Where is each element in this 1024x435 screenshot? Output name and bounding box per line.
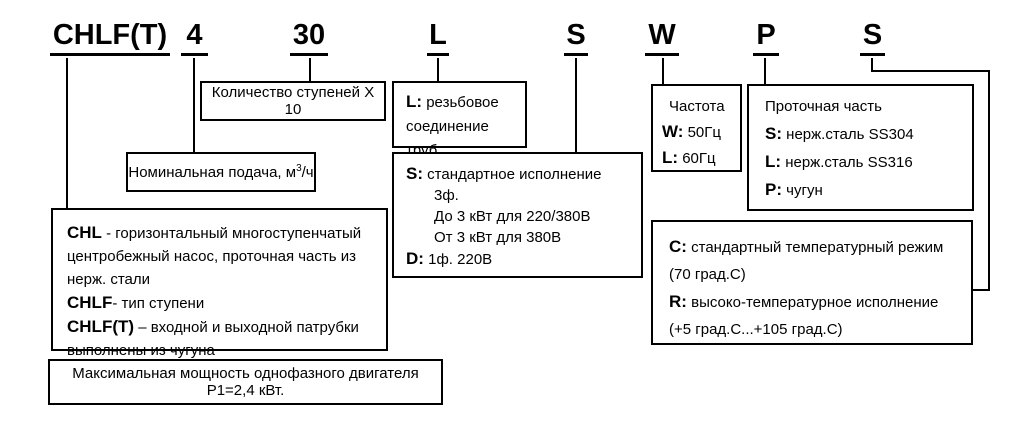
power-single-phase: D: 1ф. 220В [406,248,641,270]
connector-temp-seg4 [973,289,990,291]
temp-r-text: высоко-температурное исполнение [691,294,939,311]
connector-connection [437,58,439,81]
power-version-box: S: стандартное исполнение 3ф. До 3 кВт д… [392,152,643,278]
stages-box: Количество ступеней X 10 [200,81,386,121]
power-s-text: стандартное исполнение [427,166,602,183]
frequency-l-text: 60Гц [682,150,716,167]
power-standard: S: стандартное исполнение [406,163,641,185]
frequency-w-key: W: [662,122,684,141]
connector-temp-seg3 [988,70,990,291]
code-part-version: S [564,16,588,56]
connector-temp-seg1 [871,58,873,72]
flow-part-box: Проточная часть S: нерж.сталь SS304 L: н… [747,84,974,211]
series-chl-key: CHL [67,223,102,242]
temp-high: R: высоко-температурное исполнение [669,288,971,316]
flow-rate-text: Номинальная подача, м3/ч [128,163,313,181]
power-s-key: S: [406,164,423,183]
pipe-connection-box: L: резьбовое соединение труб [392,81,527,159]
pipe-key: L: [406,92,423,111]
flow-part-p-key: P: [765,180,782,199]
flow-part-p-text: чугун [786,182,823,199]
temp-high-note: (+5 град.С...+105 град.С) [669,321,843,338]
temp-c-key: C: [669,237,687,256]
code-part-frequency: W [645,16,679,56]
temp-r-key: R: [669,292,687,311]
flow-rate-prefix: Номинальная подача, м [128,164,297,181]
code-part-connection: L [427,16,449,56]
connector-stages [309,58,311,81]
flow-part-s-key: S: [765,124,782,143]
max-power-text: Максимальная мощность однофазного двигат… [72,365,419,399]
connector-frequency [662,58,664,84]
connector-chlft [66,58,68,208]
power-detail-3: От 3 кВт для 380В [434,229,562,246]
series-chlf-key: CHLF [67,293,113,312]
flow-rate-sup: 3 [296,163,302,174]
power-d-key: D: [406,249,424,268]
flow-part-ss316: L: нерж.сталь SS316 [765,148,972,176]
series-chlft-key: CHLF(T) [67,317,135,336]
power-d-text: 1ф. 220В [428,251,493,268]
temp-c-text: стандартный температурный режим [691,239,944,256]
code-part-flowpart: P [753,16,779,56]
flow-rate-suffix: /ч [301,164,314,181]
frequency-l-key: L: [662,148,679,167]
flow-part-title: Проточная часть [765,98,882,115]
series-chlft-text: – входной и выходной патрубки выполнены … [67,319,359,359]
frequency-60hz: L: 60Гц [662,145,740,171]
flow-rate-box: Номинальная подача, м3/ч [126,152,316,192]
connector-temp-seg2 [871,70,990,72]
code-part-temperature: S [860,16,885,56]
temp-standard: C: стандартный температурный режим [669,233,971,261]
series-description-box: CHL - горизонтальный многоступенчатый це… [51,208,388,359]
connector-version [575,58,577,152]
frequency-w-text: 50Гц [687,124,721,141]
frequency-box: Частота W: 50Гц L: 60Гц [651,84,742,172]
temp-standard-note: (70 град.С) [669,266,746,283]
connector-flowpart [764,58,766,84]
flow-part-cast-iron: P: чугун [765,176,972,204]
pipe-line1: L: резьбовое [406,90,521,115]
power-detail-2: До 3 кВт для 220/380В [434,208,591,225]
code-part-stages: 30 [290,16,328,56]
frequency-50hz: W: 50Гц [662,119,740,145]
code-part-chlft: CHLF(T) [50,16,170,56]
stages-text: Количество ступеней X 10 [211,84,375,118]
max-power-box: Максимальная мощность однофазного двигат… [48,359,443,405]
flow-part-s-text: нерж.сталь SS304 [786,126,914,143]
flow-part-l-key: L: [765,152,782,171]
series-chl-text: - горизонтальный многоступенчатый центро… [67,225,362,288]
series-chlf-text: - тип ступени [112,295,205,312]
flow-part-l-text: нерж.сталь SS316 [785,154,913,171]
temperature-box: C: стандартный температурный режим (70 г… [651,220,973,345]
frequency-title: Частота [669,98,725,115]
flow-part-ss304: S: нерж.сталь SS304 [765,120,972,148]
power-detail-1: 3ф. [434,187,459,204]
code-part-flow: 4 [181,16,208,56]
pipe-text: резьбовое [426,94,499,111]
connector-flow [193,58,195,152]
